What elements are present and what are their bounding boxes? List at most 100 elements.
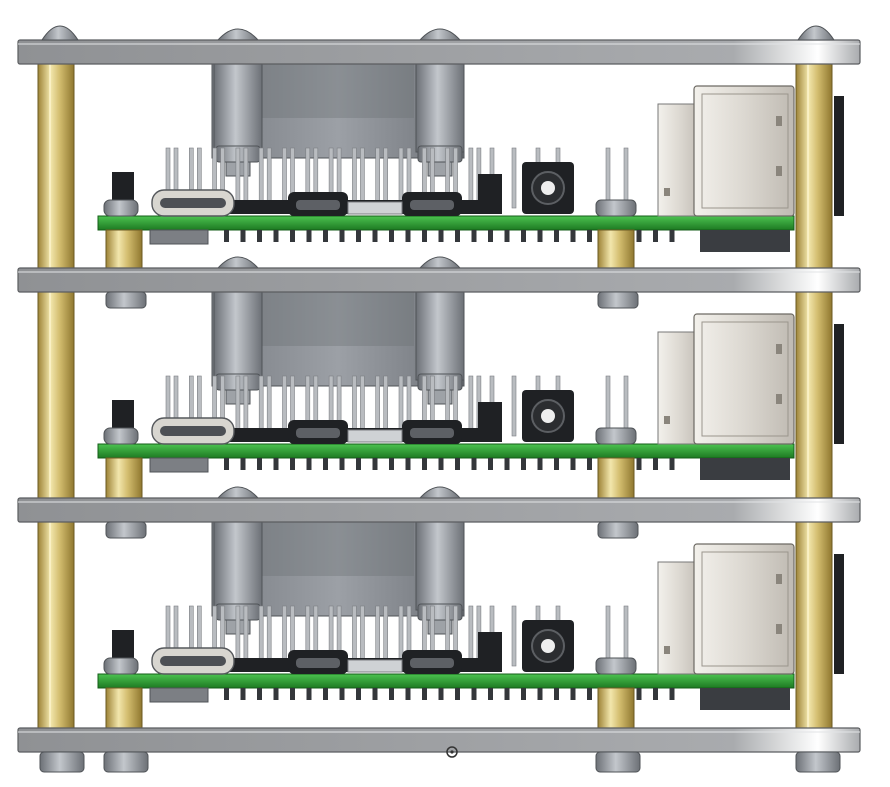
gpio-header-pin bbox=[258, 605, 264, 667]
gpio-header-pin bbox=[282, 147, 287, 209]
single-board-computer-pin-under bbox=[356, 458, 361, 470]
usb-stack bbox=[657, 85, 844, 217]
single-board-computer-underside-part bbox=[149, 687, 209, 703]
audio-jack-hole bbox=[541, 409, 555, 423]
brass-standoff-body bbox=[795, 61, 833, 269]
micro-hdmi-port-slot bbox=[296, 428, 340, 438]
single-board-computer-pin-under bbox=[488, 458, 493, 470]
usb-stack-tab bbox=[664, 416, 670, 424]
single-board-computer-underside-conn bbox=[700, 230, 790, 252]
cooler-fan bbox=[211, 28, 465, 177]
single-board-computer-underside-part bbox=[149, 457, 209, 473]
single-board-computer-pin-under bbox=[240, 688, 246, 700]
gpio-header-pin bbox=[511, 605, 517, 667]
single-board-computer-pin-under bbox=[240, 458, 246, 470]
usb-stack-side bbox=[834, 554, 844, 674]
single-board-computer-pin-under bbox=[224, 458, 229, 470]
cooler-fan bbox=[211, 256, 465, 405]
cooler-fan-shade bbox=[262, 290, 414, 346]
gpio-header-pin bbox=[258, 147, 264, 209]
board-component bbox=[478, 402, 502, 442]
single-board-computer-pin-under bbox=[306, 458, 312, 470]
single-board-computer-pin-under bbox=[504, 688, 510, 700]
gpio-header-pin bbox=[235, 147, 241, 209]
gpio-header-pin bbox=[352, 375, 357, 437]
single-board-computer-pin-under bbox=[587, 458, 592, 470]
cooler-fan-post bbox=[213, 61, 263, 153]
screw-head bbox=[418, 486, 462, 499]
usb-stack-tab bbox=[776, 624, 782, 634]
gpio-header-pin bbox=[468, 375, 474, 437]
cooler-fan-post bbox=[213, 519, 263, 611]
brass-standoff-body bbox=[37, 519, 75, 729]
single-board-computer-pin-under bbox=[389, 688, 394, 700]
gpio-header-pin bbox=[383, 147, 389, 209]
single-board-computer-pin-under bbox=[570, 458, 576, 470]
brass-standoff bbox=[795, 289, 833, 499]
board-component bbox=[347, 429, 403, 443]
cooler-fan-shade bbox=[262, 520, 414, 576]
gpio-header-pin bbox=[383, 375, 389, 437]
usb-stack-tab bbox=[776, 166, 782, 176]
single-board-computer-pin-under bbox=[290, 458, 295, 470]
usb-stack-front bbox=[693, 543, 795, 675]
gpio-header-pin bbox=[375, 147, 381, 209]
gpio-header-pin bbox=[383, 605, 389, 667]
gpio-header-pin bbox=[235, 605, 241, 667]
gpio-header-pin bbox=[468, 147, 474, 209]
usb-stack-rim bbox=[701, 321, 789, 437]
single-board-computer-pin-under bbox=[653, 230, 658, 242]
usb-c-port-slot bbox=[160, 198, 226, 208]
brass-standoff-body bbox=[37, 61, 75, 269]
usb-stack-rim bbox=[701, 93, 789, 209]
gpio-header-pin bbox=[375, 375, 381, 437]
gpio-header-pin bbox=[360, 375, 365, 437]
usb-stack-tab bbox=[664, 188, 670, 196]
single-board-computer-pin-under bbox=[504, 230, 510, 242]
single-board-computer-pin-under bbox=[636, 230, 642, 242]
single-board-computer-pin-under bbox=[554, 688, 559, 700]
brass-standoff bbox=[795, 519, 833, 729]
usb-stack-front bbox=[693, 313, 795, 445]
single-board-computer-pin-under bbox=[537, 458, 543, 470]
gpio-header-pin bbox=[243, 605, 249, 667]
plates-layer bbox=[17, 39, 861, 753]
single-board-computer-pin-under bbox=[372, 230, 378, 242]
single-board-computer-pin-under bbox=[306, 230, 312, 242]
gpio-header-pin bbox=[605, 375, 611, 437]
usb-stack-tab bbox=[776, 116, 782, 126]
single-board-computer-pin-under bbox=[471, 458, 477, 470]
power-button bbox=[112, 172, 134, 206]
power-button bbox=[112, 400, 134, 434]
single-board-computer-pin-under bbox=[323, 458, 328, 470]
boards-layer bbox=[97, 28, 844, 741]
single-board-computer-pin-under bbox=[488, 688, 493, 700]
hex-nut bbox=[103, 751, 149, 773]
hex-nut bbox=[105, 521, 147, 539]
single-board-computer-pin-under bbox=[240, 230, 246, 242]
hex-nut bbox=[105, 291, 147, 309]
single-board-computer-pin-under bbox=[537, 230, 543, 242]
single-board-computer-pin-under bbox=[339, 458, 345, 470]
gpio-header-pin bbox=[360, 147, 365, 209]
single-board-computer-pin-under bbox=[653, 458, 658, 470]
plate-marker bbox=[446, 746, 458, 758]
single-board-computer-pin-under bbox=[273, 458, 279, 470]
acrylic-plate-edge bbox=[17, 727, 861, 753]
single-board-computer-pin-under bbox=[570, 230, 576, 242]
single-board-computer-pin-under bbox=[488, 230, 493, 242]
usb-stack bbox=[657, 313, 844, 445]
front-layer bbox=[39, 25, 841, 773]
single-board-computer-pin-under bbox=[339, 688, 345, 700]
cooler-fan-post bbox=[213, 289, 263, 381]
brass-standoff bbox=[37, 519, 75, 729]
usb-stack-rim bbox=[701, 551, 789, 667]
brass-standoff-body bbox=[795, 519, 833, 729]
single-board-computer-pin-under bbox=[405, 688, 411, 700]
single-board-computer-level-1 bbox=[97, 28, 844, 283]
micro-hdmi-port-slot bbox=[410, 428, 454, 438]
brass-standoff bbox=[795, 61, 833, 269]
hex-nut bbox=[39, 751, 85, 773]
usb-stack bbox=[657, 543, 844, 675]
single-board-computer-pin-under bbox=[323, 230, 328, 242]
